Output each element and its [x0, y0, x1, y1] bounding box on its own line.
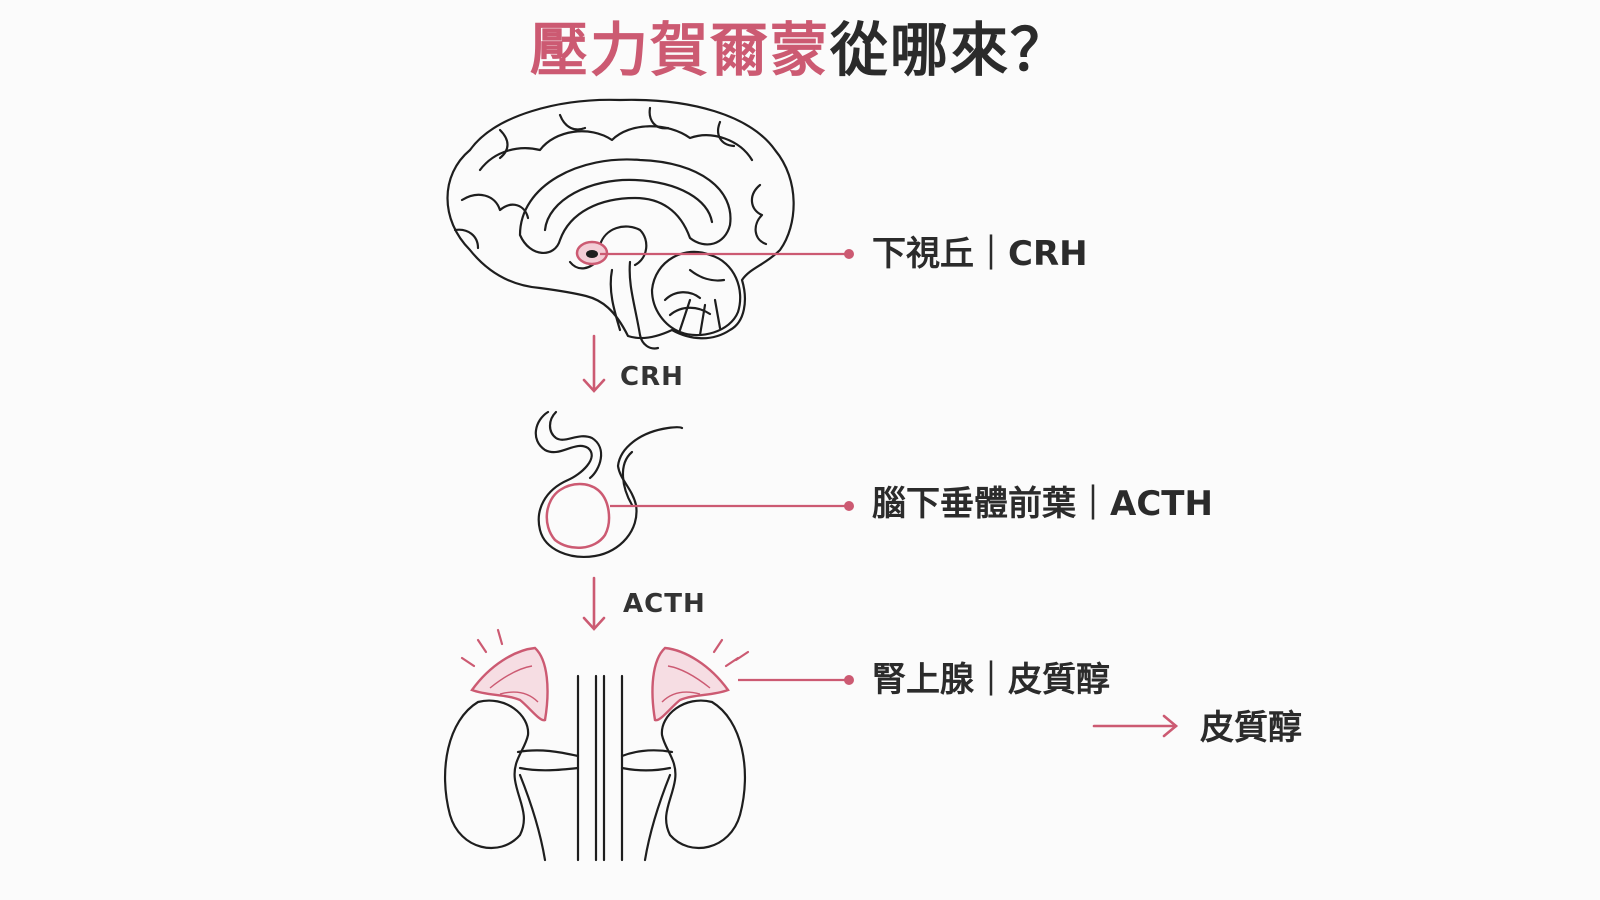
hypothalamus-leader-dot — [844, 249, 854, 259]
brain-illustration — [446, 98, 795, 350]
adrenal-gland-left — [470, 646, 549, 722]
output-arrow — [1092, 714, 1179, 738]
step-label-hypothalamus: 下視丘｜CRH — [872, 234, 1088, 274]
pituitary-leader-dot — [844, 501, 854, 511]
pituitary-illustration — [534, 410, 684, 558]
hypothalamus-marker — [575, 240, 609, 266]
anterior-pituitary-marker — [545, 482, 611, 549]
title-rest: 從哪來？ — [830, 16, 1071, 84]
output-label: 皮質醇 — [1200, 708, 1302, 748]
arrow-down-2 — [582, 576, 606, 631]
step-label-pituitary: 腦下垂體前葉｜ACTH — [872, 484, 1213, 524]
adrenal-rays — [460, 628, 750, 668]
arrow-down-1 — [582, 334, 606, 393]
arrow-label-acth: ACTH — [623, 589, 706, 619]
step-label-adrenal: 腎上腺｜皮質醇 — [872, 660, 1110, 700]
arrow-label-crh: CRH — [620, 362, 684, 392]
kidneys-illustration — [443, 674, 747, 862]
title-accent: 壓力賀爾蒙 — [529, 16, 830, 84]
adrenal-gland-right — [651, 646, 730, 722]
adrenal-leader-dot — [844, 675, 854, 685]
page-title: 壓力賀爾蒙從哪來？ — [0, 14, 1600, 86]
